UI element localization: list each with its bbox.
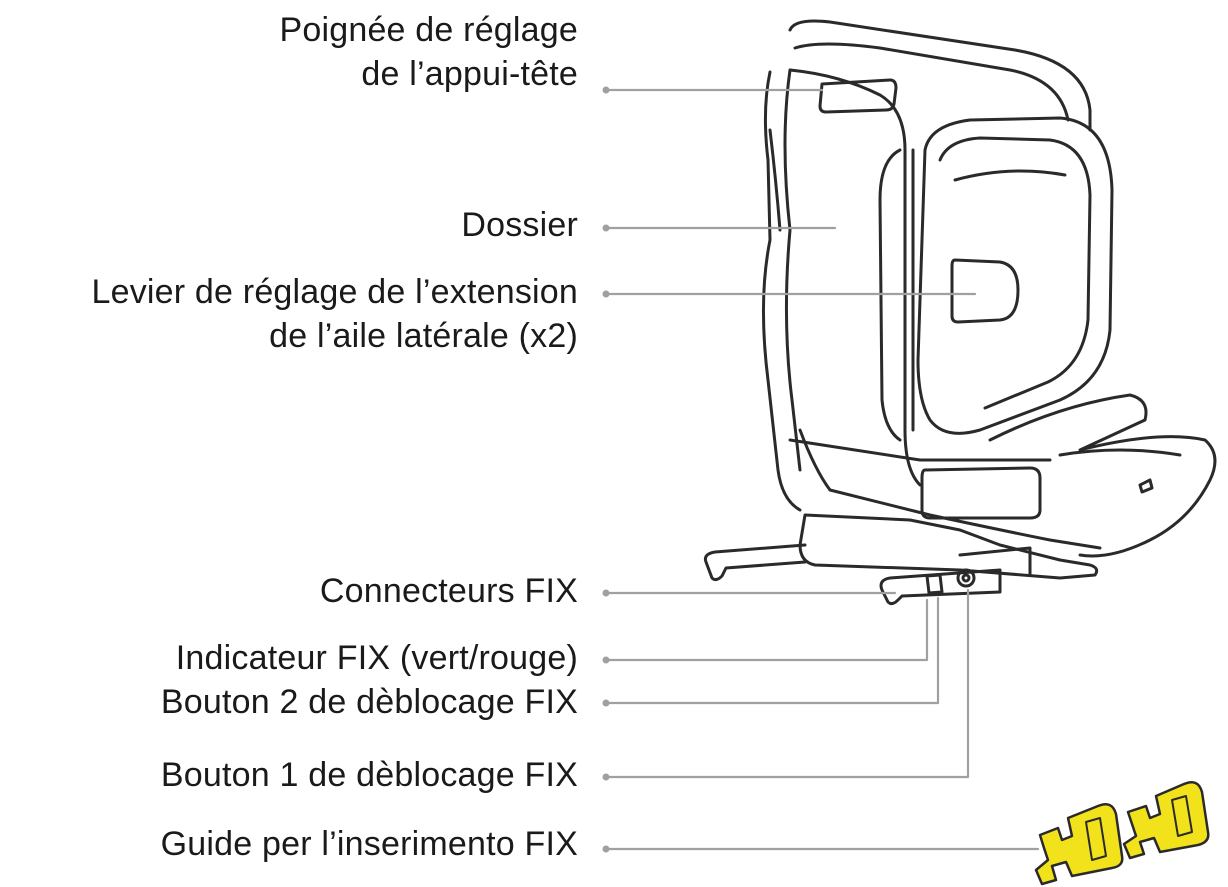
leader-fix-indicator (602, 598, 929, 664)
leader-side-wing-lever (602, 290, 977, 298)
fix-connector-rear (703, 543, 807, 582)
headrest-outline (788, 19, 1092, 132)
fix-guide-right-slot (1171, 795, 1193, 837)
label-side-wing-lever-line2: de l’aile latérale (x2) (269, 317, 578, 355)
backrest-side-detail (878, 148, 902, 442)
label-fix-indicator: Indicateur FIX (vert/rouge) (175, 639, 578, 677)
backrest-rear-inner (783, 68, 802, 472)
leader-fix-connectors (602, 589, 897, 597)
base-side-panel (920, 466, 1042, 520)
leader-fix-insertion-guide (602, 845, 1040, 853)
seat-cushion-inner (1058, 448, 1182, 457)
side-wing-lever-shape (950, 258, 1020, 324)
backrest-stitch (768, 128, 782, 232)
side-wing-outline (916, 116, 1114, 435)
seat-body-lower (798, 428, 1102, 550)
fix-guide-left-slot (1085, 817, 1107, 861)
leader-fix-release-button-2 (602, 596, 940, 707)
fix-release-button-1-shape (956, 568, 976, 588)
base-front (958, 546, 1032, 577)
label-fix-release-button-2: Bouton 2 de dèblocage FIX (160, 683, 578, 721)
seat-cushion (988, 393, 1217, 558)
leader-backrest (602, 224, 837, 232)
side-wing-inner (938, 136, 1092, 410)
backrest-panel (788, 68, 922, 487)
seat-cushion-mark (1138, 478, 1154, 494)
label-fix-release-button-1: Bouton 1 de dèblocage FIX (160, 756, 578, 794)
label-side-wing-lever: Levier de réglage de l’extension de l’ai… (91, 270, 578, 358)
label-backrest: Dossier (461, 206, 578, 244)
leader-fix-release-button-1 (602, 588, 970, 781)
label-headrest-handle: Poignée de réglage de l’appui-tête (279, 8, 578, 96)
base-outline (798, 513, 1099, 580)
car-seat-illustration (703, 19, 1217, 606)
label-headrest-handle-line1: Poignée de réglage (279, 11, 578, 49)
side-wing-rim (953, 169, 1067, 182)
label-headrest-handle-line2: de l’appui-tête (361, 55, 578, 93)
fix-connector-front (879, 568, 1002, 606)
fix-insertion-guides (1034, 781, 1210, 886)
headrest-inner (793, 42, 1070, 122)
fix-release-button-1-core (961, 573, 971, 583)
label-side-wing-lever-line1: Levier de réglage de l’extension (91, 273, 578, 311)
label-fix-connectors: Connecteurs FIX (319, 572, 578, 610)
backrest-rear-edge (761, 70, 802, 512)
label-fix-insertion-guide: Guide per l’inserimento FIX (160, 825, 578, 863)
leader-headrest-handle (602, 86, 824, 94)
leader-lines (602, 86, 1040, 853)
seat-body-band (788, 438, 1052, 462)
fix-guide-right (1122, 781, 1210, 860)
fix-guide-left (1034, 803, 1124, 886)
headrest-handle-shape (818, 78, 898, 114)
fix-indicator-shape (925, 573, 944, 595)
